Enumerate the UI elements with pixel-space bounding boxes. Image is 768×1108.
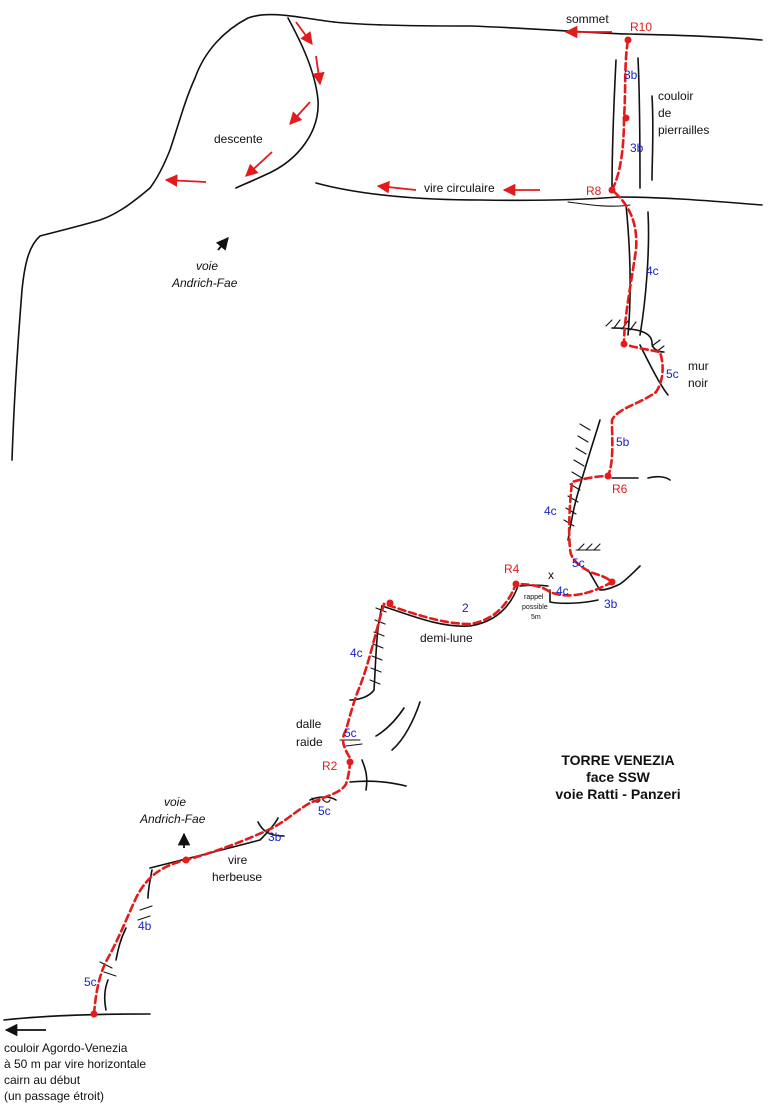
grade-label: 5c <box>344 726 357 740</box>
grade-label: 3b <box>268 830 282 844</box>
route-arrows <box>164 21 612 197</box>
label-herbeuse: herbeuse <box>212 870 262 884</box>
belay-label-r8: R8 <box>586 184 602 198</box>
grade-label: 2 <box>462 601 469 615</box>
grade-label: 3b <box>624 68 638 82</box>
belay-label-r4: R4 <box>504 562 520 576</box>
label-approach-3: cairn au début <box>4 1073 81 1087</box>
belay-label-r6: R6 <box>612 482 628 496</box>
grade-label: 5c <box>572 556 585 570</box>
label-couloir-pierrailles: pierrailles <box>658 123 709 137</box>
belay-labels: R10 R8 R6 R4 R2 <box>322 20 652 773</box>
belay-dot-r2 <box>346 758 354 766</box>
label-couloir-de: de <box>658 106 672 120</box>
grade-label: 3b <box>630 141 644 155</box>
label-rappel-5m: 5m <box>531 614 541 621</box>
arrow-vire-circulaire-1 <box>376 180 417 194</box>
grade-label: 4c <box>350 646 363 660</box>
title-line-3: voie Ratti - Panzeri <box>555 786 680 802</box>
grade-label: 4c <box>646 264 659 278</box>
label-rappel: rappel <box>524 594 544 601</box>
arrow-descent-2 <box>312 55 325 86</box>
label-voie-top: voie <box>196 259 218 273</box>
terrain-labels: sommet descente vire circulaire couloir … <box>4 12 709 1103</box>
label-noir: noir <box>688 376 708 390</box>
label-sommet: sommet <box>566 12 609 26</box>
rock-outlines <box>3 13 763 1021</box>
belay-dot-start <box>90 1010 98 1018</box>
label-voie-bottom: voie <box>164 795 186 809</box>
grade-label: 4c <box>556 584 569 598</box>
grade-label: 4c <box>544 504 557 518</box>
arrow-voie-top <box>215 237 229 251</box>
label-demi-lune: demi-lune <box>420 631 473 645</box>
title-line-2: face SSW <box>586 769 651 785</box>
label-andrich-top: Andrich-Fae <box>171 276 238 290</box>
reference-arrows <box>4 237 229 1037</box>
arrow-descent-3 <box>289 101 311 125</box>
belay-dot-demi-lune <box>386 599 394 607</box>
belay-label-r2: R2 <box>322 759 338 773</box>
arrow-descent-4 <box>245 151 273 177</box>
belay-dot-r4 <box>512 580 520 588</box>
grade-label: 4b <box>138 919 152 933</box>
belay-dot-r8 <box>608 186 616 194</box>
grade-label: 3b <box>604 597 618 611</box>
grade-label: 5c <box>666 367 679 381</box>
label-andrich-bottom: Andrich-Fae <box>139 812 206 826</box>
belay-dot-upper-ledge <box>608 578 616 586</box>
label-mur: mur <box>688 359 709 373</box>
label-approach-1: couloir Agordo-Venezia <box>4 1041 128 1055</box>
belay-dot-r10 <box>624 36 632 44</box>
label-rappel-mark: x <box>548 568 554 582</box>
label-raide: raide <box>296 735 323 749</box>
label-dalle: dalle <box>296 717 322 731</box>
grade-labels: 3b 3b 4c 5c 5b 4c 5c 4c 3b 2 4c 5c 5c 3b… <box>84 68 679 989</box>
label-descente: descente <box>214 132 263 146</box>
arrow-descent-5 <box>164 174 207 187</box>
belay-dot-mid-couloir <box>622 114 630 122</box>
belay-label-r10: R10 <box>630 20 652 34</box>
label-couloir: couloir <box>658 89 693 103</box>
title-line-1: TORRE VENEZIA <box>561 752 674 768</box>
label-approach-2: à 50 m par vire horizontale <box>4 1057 146 1071</box>
belay-dot-vire-herbeuse <box>182 856 190 864</box>
belay-dot-r6 <box>604 472 612 480</box>
arrow-descent-1 <box>295 21 313 46</box>
label-vire: vire <box>228 853 248 867</box>
title-block: TORRE VENEZIA face SSW voie Ratti - Panz… <box>555 752 680 802</box>
grade-label: 5c <box>84 975 97 989</box>
grade-label: 5b <box>616 435 630 449</box>
label-rappel-possible: possible <box>522 604 548 611</box>
grade-label: 5c <box>318 804 331 818</box>
label-vire-circulaire: vire circulaire <box>424 181 495 195</box>
label-approach-4: (un passage étroit) <box>4 1089 104 1103</box>
belay-dot-mur-noir <box>620 340 628 348</box>
belay-points <box>90 36 632 1018</box>
